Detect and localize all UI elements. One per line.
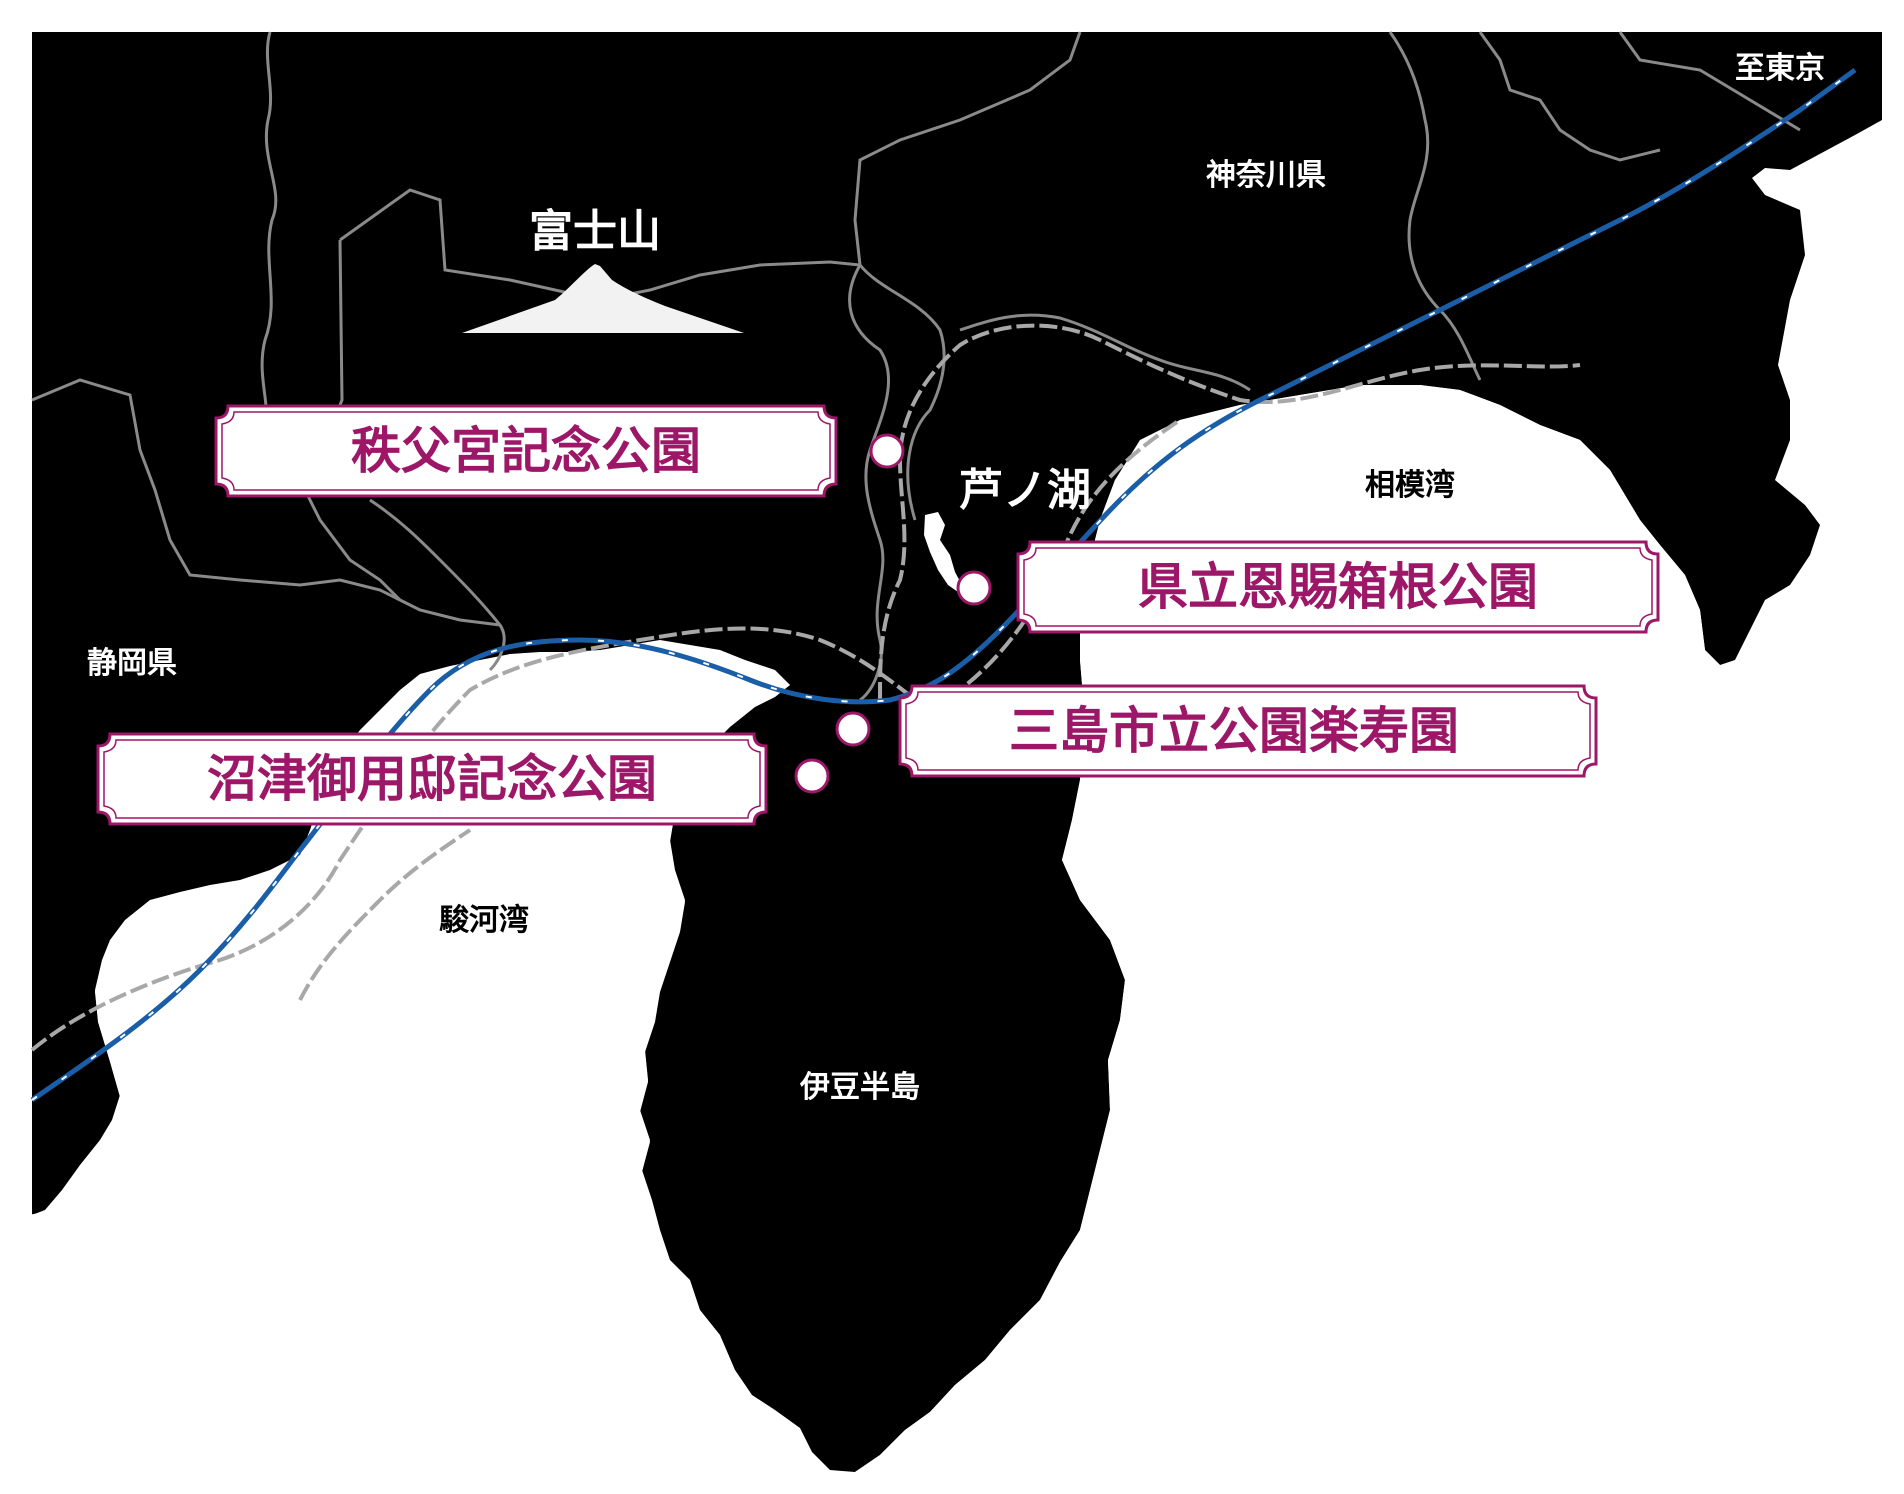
border-7 <box>1478 31 1661 162</box>
border-10 <box>959 313 1251 392</box>
circle-marker-icon[interactable] <box>794 758 830 794</box>
label-to-tokyo: 至東京 <box>1735 51 1825 86</box>
border-1 <box>260 31 278 441</box>
label-suruga-bay: 駿河湾 <box>439 903 529 938</box>
border-6 <box>1388 31 1482 381</box>
label-frame-inner <box>221 411 831 491</box>
park-name: 三島市立公園楽寿園 <box>1009 701 1459 760</box>
railway <box>30 67 1857 1103</box>
road-izu <box>298 828 472 1001</box>
borders <box>31 31 1801 702</box>
label-frame-inner <box>103 739 761 819</box>
park-label-chichibunomiya[interactable]: 秩父宮記念公園 <box>214 404 838 498</box>
lake-ashi <box>924 512 962 592</box>
sagami-bay <box>820 385 1904 1494</box>
park-label-onshi-hakone[interactable]: 県立恩賜箱根公園 <box>1016 540 1660 634</box>
border-11 <box>369 498 506 672</box>
place-labels: 富士山 芦ノ湖 神奈川県 静岡県 至東京 相模湾 駿河湾 伊豆半島 <box>87 51 1825 1105</box>
label-frame <box>898 684 1598 778</box>
label-frame <box>1016 540 1660 634</box>
road-hakone <box>878 323 1581 701</box>
park-name: 秩父宮記念公園 <box>351 421 701 480</box>
border-4 <box>31 378 501 627</box>
label-frame <box>214 404 838 498</box>
label-kanagawa: 神奈川県 <box>1206 158 1326 193</box>
border-8 <box>1618 31 1801 132</box>
label-izu-peninsula: 伊豆半島 <box>799 1070 920 1105</box>
circle-marker-icon[interactable] <box>869 433 905 469</box>
road-tomei <box>30 626 932 1052</box>
label-lake-ashi: 芦ノ湖 <box>959 465 1091 516</box>
park-label-numazu-goyotei[interactable]: 沼津御用邸記念公園 <box>96 732 768 826</box>
roads <box>30 323 1581 1052</box>
label-frame <box>96 732 768 826</box>
park-markers <box>794 433 992 794</box>
mountain-icon <box>462 264 744 333</box>
label-frame-inner <box>905 691 1591 771</box>
border-2 <box>339 188 946 521</box>
suruga-bay <box>0 642 830 1494</box>
label-frame-inner <box>1023 547 1653 627</box>
label-mt-fuji: 富士山 <box>529 206 661 257</box>
circle-marker-icon[interactable] <box>835 711 871 747</box>
park-label-rakujuen[interactable]: 三島市立公園楽寿園 <box>898 684 1598 778</box>
park-name: 県立恩賜箱根公園 <box>1138 557 1538 616</box>
label-sagami-bay: 相模湾 <box>1365 468 1455 503</box>
circle-marker-icon[interactable] <box>956 570 992 606</box>
seas <box>0 385 1904 1494</box>
border-5 <box>853 31 1082 266</box>
railway-dashes <box>31 69 1856 1101</box>
park-name: 沼津御用邸記念公園 <box>207 749 657 808</box>
border-9 <box>848 264 890 702</box>
label-shizuoka: 静岡県 <box>87 646 177 681</box>
